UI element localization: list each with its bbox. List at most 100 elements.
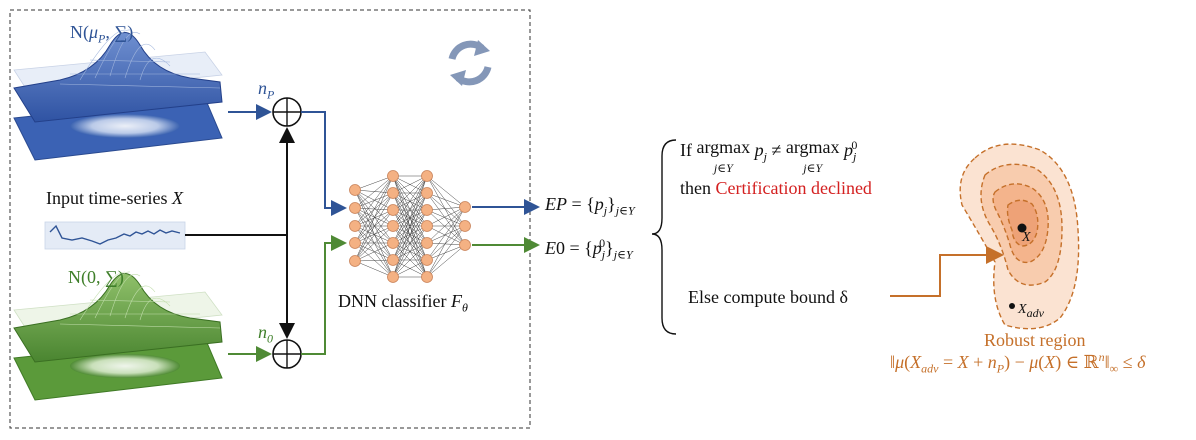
nn-connection — [354, 192, 394, 209]
nn-connection — [426, 206, 466, 211]
nn-connection — [426, 206, 466, 244]
nn-connection — [426, 175, 466, 246]
nn-neuron — [421, 220, 433, 232]
nn-connection — [354, 175, 394, 227]
decision-then: then Certification declined — [680, 178, 872, 199]
nn-connection — [354, 225, 394, 262]
nn-connection — [354, 207, 394, 227]
nn-connection — [354, 175, 394, 209]
nn-connection — [392, 175, 428, 261]
nn-connection — [354, 209, 394, 262]
nn-connection — [392, 175, 428, 211]
ep-output-label: EP = {pj}j∈Y — [545, 194, 635, 218]
clean-input-arrow — [301, 235, 347, 355]
nn-connection — [354, 189, 394, 261]
nn-connection — [426, 192, 466, 246]
dnn-classifier-network — [349, 170, 471, 283]
nn-connection — [426, 244, 466, 278]
nn-neuron — [349, 220, 361, 232]
noise-bottom-label: n0 — [258, 322, 273, 346]
nn-connection — [392, 259, 428, 278]
input-series-label: Input time-series X — [46, 188, 183, 208]
nn-neuron — [459, 220, 471, 232]
point-x-label: X — [1022, 230, 1031, 245]
decision-brace — [651, 139, 677, 335]
nn-connection — [354, 192, 394, 262]
nn-connection — [426, 225, 466, 246]
nn-connection — [392, 192, 428, 278]
nn-connection — [426, 192, 466, 227]
nn-connection — [354, 242, 394, 262]
gaussian-plot-top — [13, 29, 223, 161]
e0-output-label: E0 = {pj0}j∈Y — [545, 236, 633, 262]
nn-neuron — [459, 239, 471, 251]
nn-neuron — [349, 184, 361, 196]
nn-connection — [426, 192, 466, 208]
nn-neuron — [387, 220, 399, 232]
nn-connection — [392, 192, 428, 211]
nn-connection — [354, 207, 394, 278]
nn-connection — [426, 175, 466, 208]
input-branch-lines — [185, 127, 295, 339]
nn-connection — [354, 260, 394, 278]
pipeline-dashed-frame — [9, 9, 531, 429]
certification-declined-label: Certification declined — [715, 178, 872, 198]
nn-connection — [426, 225, 466, 261]
nn-neuron — [349, 255, 361, 267]
refresh-icon — [448, 40, 492, 86]
top-distribution-label: N(μP, ∑) — [70, 22, 134, 46]
nn-connection — [354, 175, 394, 244]
nn-connection — [392, 175, 428, 244]
sum-node-top — [272, 97, 302, 127]
nn-neuron — [421, 271, 433, 283]
nn-connection — [392, 175, 428, 194]
nn-connection — [392, 225, 428, 278]
nn-connection — [354, 207, 394, 244]
nn-connection — [354, 189, 394, 211]
gaussian-plot-bottom — [13, 271, 223, 401]
nn-neuron — [459, 201, 471, 213]
point-adv-marker — [1009, 303, 1015, 309]
nn-connection — [392, 209, 428, 278]
nn-connection — [426, 209, 466, 227]
point-adv-label: Xadv — [1018, 302, 1044, 320]
else-compute-bound-label: Else compute bound δ — [688, 287, 848, 307]
then-label: then — [680, 178, 711, 198]
nn-neuron — [349, 237, 361, 249]
nn-connection — [426, 225, 466, 278]
nn-connection — [392, 175, 428, 227]
nn-neuron — [349, 202, 361, 214]
nn-neuron — [421, 170, 433, 182]
nn-connection — [426, 242, 466, 246]
nn-connection — [354, 207, 394, 261]
nn-neuron — [387, 254, 399, 266]
nn-neuron — [421, 187, 433, 199]
classifier-label: DNN classifier Fθ — [338, 291, 468, 315]
nn-neuron — [387, 187, 399, 199]
nn-connection — [354, 189, 394, 194]
robust-region-contours — [959, 143, 1080, 330]
bound-arrow — [890, 246, 1004, 297]
nn-neuron — [421, 254, 433, 266]
nn-connection — [426, 209, 466, 246]
nn-connection — [426, 206, 466, 261]
nn-connection — [354, 175, 394, 262]
nn-connection — [354, 242, 394, 278]
point-x-marker — [1017, 223, 1027, 233]
nn-connection — [392, 242, 428, 278]
nn-neuron — [387, 237, 399, 249]
nn-neuron — [421, 237, 433, 249]
nn-connection — [354, 259, 394, 262]
nn-connection — [354, 189, 394, 244]
nn-connection — [354, 225, 394, 244]
robust-region-title: Robust region — [984, 330, 1086, 350]
nn-neuron — [387, 170, 399, 182]
noise-top-label: nP — [258, 78, 275, 102]
nn-connection — [426, 206, 466, 227]
nn-neuron — [421, 204, 433, 216]
nn-connection — [354, 189, 394, 278]
nn-connection — [354, 242, 394, 261]
nn-connection — [426, 225, 466, 244]
